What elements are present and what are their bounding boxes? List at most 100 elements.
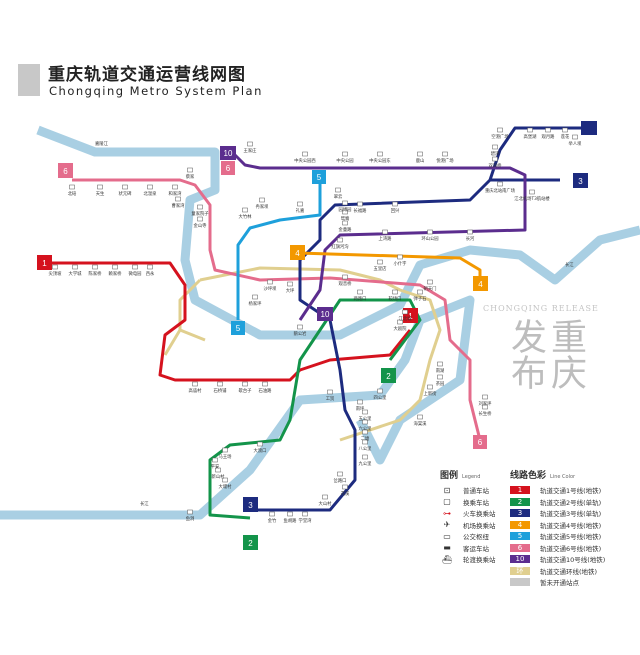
station-marker[interactable]	[402, 309, 408, 315]
station-marker[interactable]	[322, 494, 328, 500]
station-label[interactable]: 回兴	[391, 207, 400, 214]
station-label[interactable]: 鱼胡路	[284, 517, 298, 524]
station-label[interactable]: 八公里	[359, 446, 373, 452]
station-label[interactable]: 茶园	[436, 380, 445, 387]
station-label[interactable]: 北温泉	[144, 190, 158, 197]
station-marker[interactable]	[437, 361, 443, 367]
station-marker[interactable]	[362, 429, 368, 435]
station-label[interactable]: 观音桥	[339, 280, 353, 287]
line-badge-3-north[interactable]	[581, 121, 597, 135]
station-marker[interactable]	[327, 389, 333, 395]
station-marker[interactable]	[572, 134, 578, 140]
station-label[interactable]: 金竹	[268, 517, 277, 524]
station-label[interactable]: 较场口	[389, 295, 402, 302]
station-label[interactable]: 悦港广场	[436, 157, 454, 164]
station-marker[interactable]	[527, 127, 533, 133]
station-marker[interactable]	[417, 414, 423, 420]
station-label[interactable]: 陈家桥	[89, 270, 103, 277]
station-marker[interactable]	[252, 294, 258, 300]
line-badge-4-east[interactable]: 4	[473, 276, 488, 291]
station-label[interactable]: 鱼洞	[186, 515, 195, 522]
line-badge-1-west[interactable]: 1	[37, 255, 52, 270]
line-badge-2-south[interactable]: 2	[243, 535, 258, 550]
station-marker[interactable]	[377, 259, 383, 265]
station-marker[interactable]	[382, 229, 388, 235]
station-marker[interactable]	[377, 388, 383, 394]
station-marker[interactable]	[342, 200, 348, 206]
station-marker[interactable]	[187, 167, 193, 173]
station-label[interactable]: 尖顶坡	[49, 270, 63, 277]
station-marker[interactable]	[92, 264, 98, 270]
station-marker[interactable]	[302, 511, 308, 517]
station-label[interactable]: 空港广场	[491, 133, 509, 140]
station-marker[interactable]	[197, 204, 203, 210]
station-label[interactable]: 园博园	[339, 206, 352, 213]
station-label[interactable]: 马王场	[219, 453, 233, 460]
station-marker[interactable]	[297, 324, 303, 330]
station-marker[interactable]	[287, 281, 293, 287]
station-label[interactable]: 蔡家	[186, 173, 195, 180]
station-label[interactable]: 弹子石	[414, 295, 428, 302]
station-label[interactable]: 童家院子	[191, 210, 209, 217]
station-marker[interactable]	[342, 151, 348, 157]
station-marker[interactable]	[72, 264, 78, 270]
station-marker[interactable]	[437, 374, 443, 380]
station-marker[interactable]	[132, 264, 138, 270]
line-badge-3-south[interactable]: 3	[243, 497, 258, 512]
station-marker[interactable]	[417, 151, 423, 157]
station-marker[interactable]	[342, 484, 348, 490]
station-label[interactable]: 大渡口	[254, 447, 267, 454]
station-marker[interactable]	[335, 187, 341, 193]
station-marker[interactable]	[222, 477, 228, 483]
station-label[interactable]: 礼嘉	[296, 207, 305, 214]
station-marker[interactable]	[342, 220, 348, 226]
station-marker[interactable]	[217, 381, 223, 387]
station-label[interactable]: 学堂湾	[299, 517, 313, 524]
station-marker[interactable]	[427, 384, 433, 390]
station-marker[interactable]	[287, 511, 293, 517]
station-marker[interactable]	[545, 127, 551, 133]
station-marker[interactable]	[337, 237, 343, 243]
station-label[interactable]: 双凤桥	[489, 162, 503, 169]
station-label[interactable]: 王家庄	[244, 147, 258, 154]
station-label[interactable]: 二塘	[361, 435, 370, 442]
station-marker[interactable]	[392, 201, 398, 207]
station-label[interactable]: 莲花	[561, 133, 570, 140]
line-badge-10-south[interactable]: 10	[317, 307, 333, 321]
station-marker[interactable]	[122, 184, 128, 190]
station-label[interactable]: 花溪	[341, 490, 350, 497]
station-label[interactable]: 平安	[211, 463, 220, 470]
station-marker[interactable]	[362, 454, 368, 460]
line-badge-3-airport[interactable]: 3	[573, 173, 588, 188]
station-label[interactable]: 长福路	[354, 207, 368, 214]
station-label[interactable]: 工贸	[326, 395, 335, 402]
station-marker[interactable]	[362, 439, 368, 445]
station-label[interactable]: 上新街	[424, 390, 438, 397]
station-marker[interactable]	[222, 447, 228, 453]
station-label[interactable]: 南坪	[356, 405, 365, 412]
station-label[interactable]: 鹅公岩	[294, 330, 308, 337]
station-marker[interactable]	[97, 184, 103, 190]
station-marker[interactable]	[482, 394, 488, 400]
station-label[interactable]: 中央公园东	[369, 157, 391, 164]
station-label[interactable]: 中央公园	[336, 157, 353, 164]
station-label[interactable]: 南湖	[436, 367, 445, 374]
station-marker[interactable]	[492, 144, 498, 150]
station-marker[interactable]	[482, 404, 488, 410]
station-marker[interactable]	[342, 209, 348, 215]
station-marker[interactable]	[212, 457, 218, 463]
station-label[interactable]: 五公里	[359, 416, 373, 422]
station-marker[interactable]	[362, 419, 368, 425]
station-label[interactable]: 大学城	[69, 270, 83, 277]
station-marker[interactable]	[357, 289, 363, 295]
station-label[interactable]: 沙坪坝	[264, 285, 278, 292]
line-badge-6-south[interactable]: 6	[473, 435, 487, 449]
station-marker[interactable]	[187, 509, 193, 515]
station-label[interactable]: 西永	[146, 270, 155, 277]
station-label[interactable]: 石油路	[259, 387, 273, 394]
station-marker[interactable]	[342, 274, 348, 280]
station-marker[interactable]	[397, 254, 403, 260]
station-marker[interactable]	[337, 471, 343, 477]
station-label[interactable]: 鹿山	[416, 157, 425, 164]
